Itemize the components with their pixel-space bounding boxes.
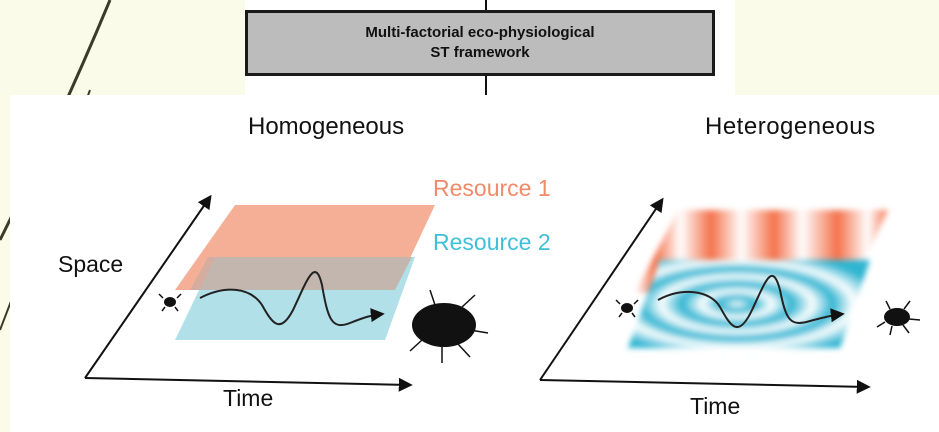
framework-box: Multi-factorial eco-physiological ST fra…	[245, 10, 715, 76]
right-trajectory	[657, 274, 845, 329]
left-small-organism-icon	[158, 293, 182, 312]
right-resource2-plane	[628, 260, 870, 348]
left-trajectory	[199, 271, 385, 327]
right-space-axis	[539, 197, 664, 381]
left-space-axis-label: Space	[58, 251, 124, 277]
left-space-axis	[84, 194, 212, 379]
resource1-label: Resource 1	[433, 175, 551, 201]
framework-box-line1: Multi-factorial eco-physiological	[365, 24, 595, 41]
left-panel	[84, 194, 489, 392]
right-time-axis	[539, 379, 871, 394]
right-panel-title: Heterogeneous	[705, 113, 876, 140]
left-large-organism-icon	[409, 289, 489, 363]
framework-box-line2: ST framework	[430, 44, 530, 61]
left-time-axis	[84, 377, 413, 392]
right-small-organism-icon	[615, 299, 639, 318]
left-panel-title: Homogeneous	[248, 113, 405, 140]
resource2-label: Resource 2	[433, 229, 551, 255]
figure-panel: Homogeneous Heterogeneous Resource 1 Res…	[10, 95, 939, 432]
right-panel	[539, 197, 921, 394]
left-time-axis-label: Time	[223, 385, 274, 411]
right-time-axis-label: Time	[690, 393, 741, 419]
figure-drawing	[84, 194, 921, 394]
right-medium-organism-icon	[876, 300, 921, 336]
